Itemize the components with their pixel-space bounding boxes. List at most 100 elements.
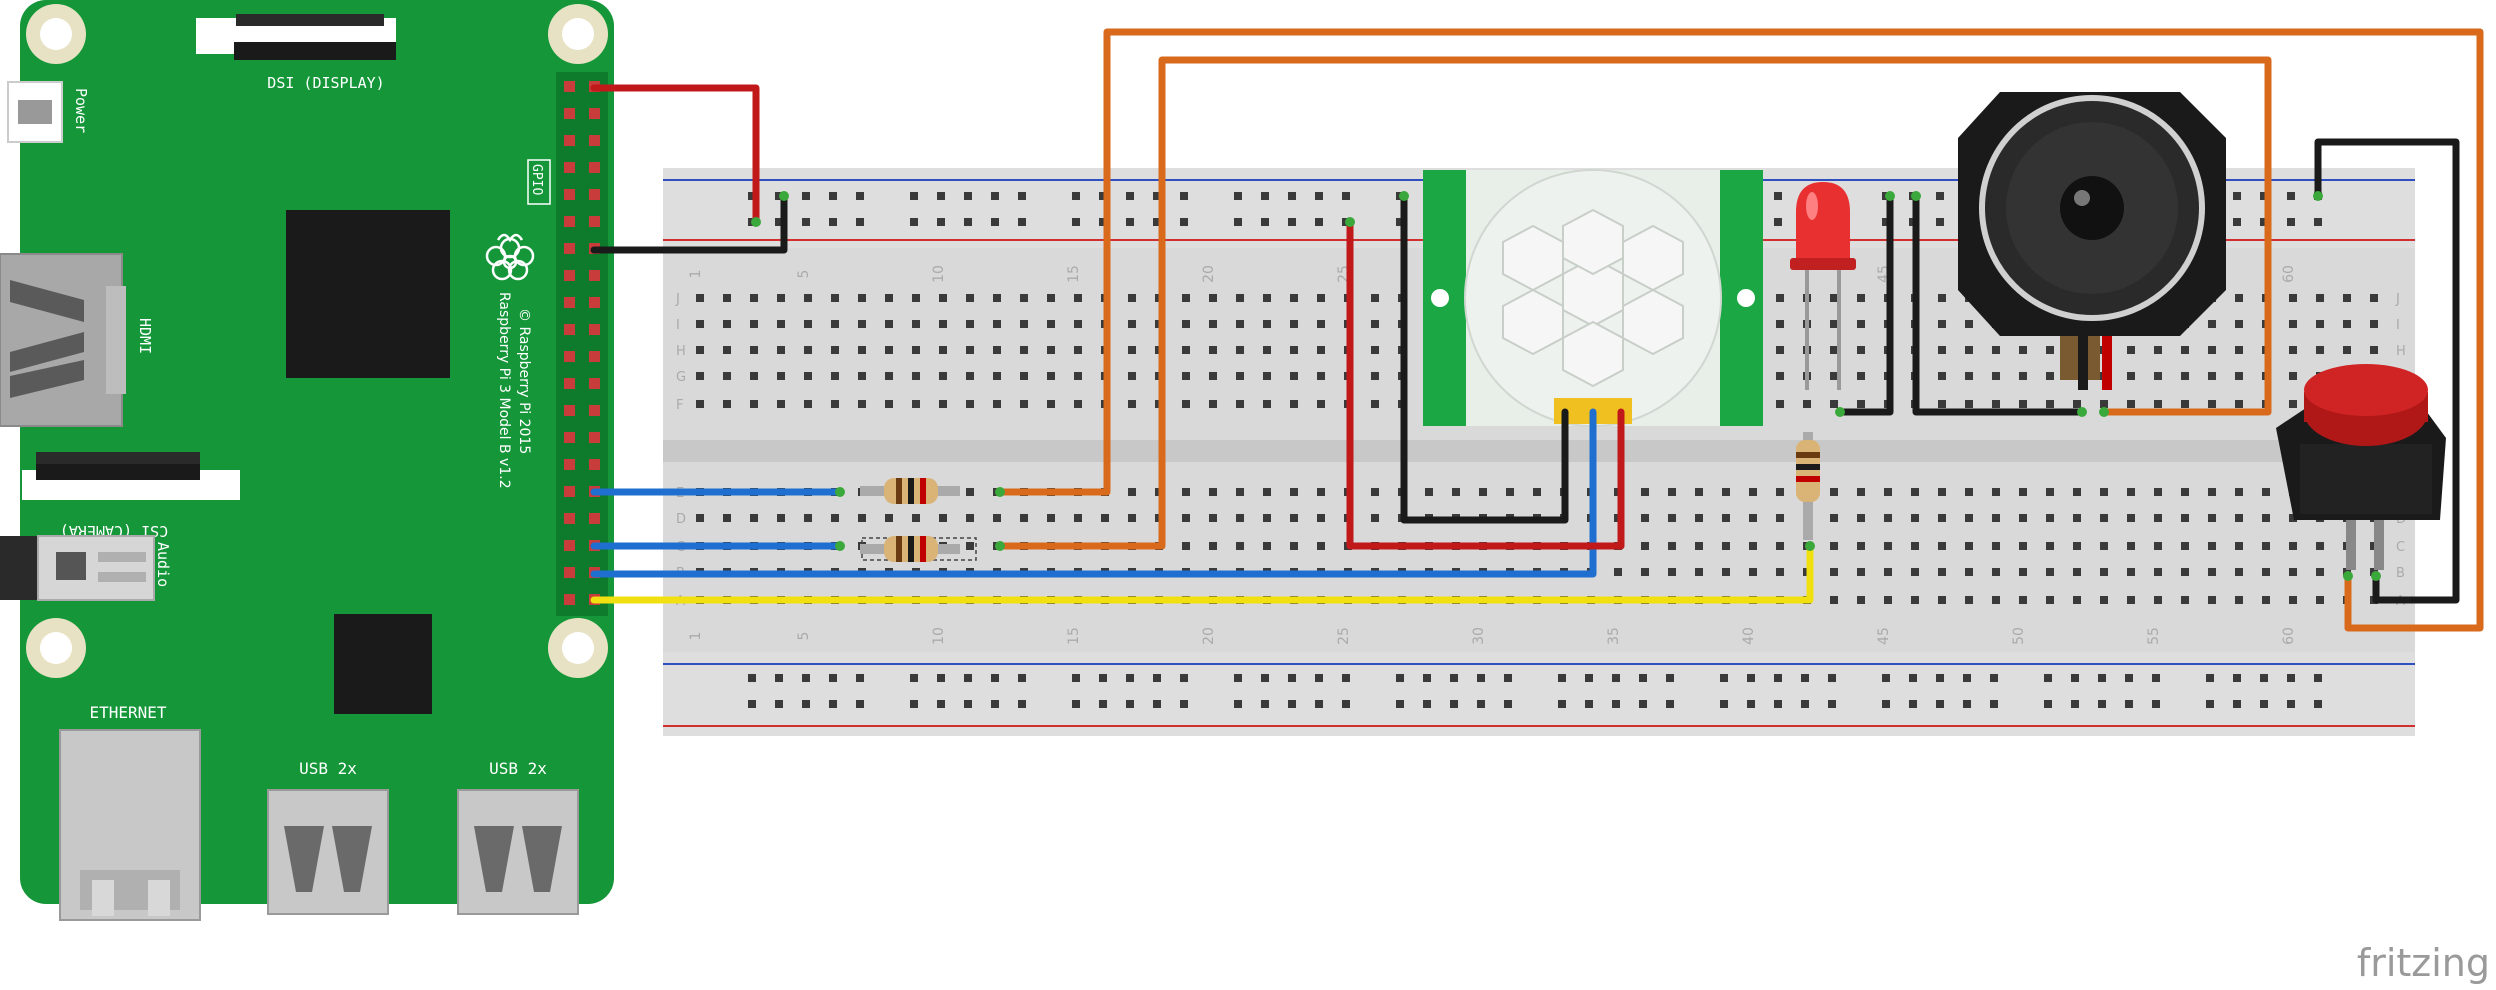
rail-hole xyxy=(1801,674,1809,682)
rail-hole xyxy=(1450,674,1458,682)
mounting-hole-icon xyxy=(26,4,608,678)
resistor xyxy=(1796,432,1820,540)
wire-orange xyxy=(996,56,2272,550)
breadboard-hole xyxy=(1938,514,1946,522)
gpio-pin xyxy=(589,189,600,200)
rail-hole xyxy=(1450,700,1458,708)
breadboard-hole xyxy=(2316,294,2324,302)
breadboard-hole xyxy=(2181,346,2189,354)
rail-hole xyxy=(829,674,837,682)
breadboard-hole xyxy=(912,514,920,522)
breadboard-hole xyxy=(2343,294,2351,302)
power-connector xyxy=(7,81,63,143)
rail-hole xyxy=(2314,674,2322,682)
breadboard-hole xyxy=(1263,514,1271,522)
breadboard-hole xyxy=(1236,294,1244,302)
breadboard-hole xyxy=(1776,400,1784,408)
breadboard-hole xyxy=(1776,346,1784,354)
breadboard-hole xyxy=(2370,346,2378,354)
gpio-pin xyxy=(589,378,600,389)
gpio-pin xyxy=(589,351,600,362)
rail-hole xyxy=(2287,218,2295,226)
breadboard-hole xyxy=(1479,488,1487,496)
breadboard-hole xyxy=(2100,596,2108,604)
breadboard-hole xyxy=(2208,372,2216,380)
breadboard-hole xyxy=(912,400,920,408)
rail-hole xyxy=(2314,700,2322,708)
breadboard-hole xyxy=(2019,542,2027,550)
rail-hole xyxy=(1990,700,1998,708)
breadboard-hole xyxy=(1182,400,1190,408)
rail-hole xyxy=(1936,674,1944,682)
gpio-pin xyxy=(564,459,575,470)
rail-hole xyxy=(1774,218,1782,226)
gpio-pin xyxy=(564,594,575,605)
pir-motion-sensor xyxy=(1423,169,1763,427)
breadboard-hole xyxy=(939,400,947,408)
breadboard-hole xyxy=(1236,542,1244,550)
breadboard-hole xyxy=(1992,346,2000,354)
breadboard-hole xyxy=(885,514,893,522)
rail-hole xyxy=(1396,218,1404,226)
breadboard-hole xyxy=(858,346,866,354)
rail-hole xyxy=(964,674,972,682)
rail-hole xyxy=(1315,192,1323,200)
breadboard-hole xyxy=(804,400,812,408)
gpio-pin xyxy=(564,135,575,146)
breadboard-hole xyxy=(1128,488,1136,496)
breadboard-hole xyxy=(2235,372,2243,380)
breadboard-hole xyxy=(1263,372,1271,380)
rail-hole xyxy=(1639,674,1647,682)
rail-hole xyxy=(2098,674,2106,682)
breadboard-hole xyxy=(2289,346,2297,354)
breadboard-hole xyxy=(1236,372,1244,380)
breadboard-hole xyxy=(2235,400,2243,408)
breadboard-hole xyxy=(2289,596,2297,604)
breadboard-hole xyxy=(1911,568,1919,576)
breadboard-hole xyxy=(1668,488,1676,496)
rail-hole xyxy=(829,218,837,226)
row-letter: I xyxy=(2396,318,2400,333)
breadboard-hole xyxy=(723,294,731,302)
breadboard-hole xyxy=(1290,488,1298,496)
breadboard-hole xyxy=(1830,514,1838,522)
breadboard-hole xyxy=(1290,372,1298,380)
rail-hole xyxy=(1747,700,1755,708)
breadboard-hole xyxy=(2046,400,2054,408)
breadboard-hole xyxy=(1938,294,1946,302)
breadboard-hole xyxy=(1128,320,1136,328)
breadboard-hole xyxy=(1965,596,1973,604)
gpio-header xyxy=(556,72,608,616)
breadboard-hole xyxy=(912,346,920,354)
breadboard-hole xyxy=(1128,372,1136,380)
breadboard-hole xyxy=(777,400,785,408)
rail-hole xyxy=(1342,700,1350,708)
breadboard-hole xyxy=(1722,514,1730,522)
gpio-pin xyxy=(564,81,575,92)
breadboard-hole xyxy=(1263,346,1271,354)
breadboard-hole xyxy=(1938,542,1946,550)
breadboard-hole xyxy=(858,294,866,302)
breadboard-hole xyxy=(1776,320,1784,328)
rail-hole xyxy=(1288,192,1296,200)
rail-hole xyxy=(1180,218,1188,226)
column-number: 60 xyxy=(2281,627,2297,645)
soc-chip xyxy=(286,210,450,378)
gpio-pin xyxy=(564,567,575,578)
breadboard-hole xyxy=(750,346,758,354)
breadboard-hole xyxy=(1209,372,1217,380)
breadboard-hole xyxy=(1965,346,1973,354)
breadboard-hole xyxy=(1020,514,1028,522)
rail-hole xyxy=(1018,218,1026,226)
breadboard-hole xyxy=(1020,346,1028,354)
gpio-pin xyxy=(589,216,600,227)
hdmi-connector xyxy=(0,253,126,427)
breadboard-hole xyxy=(2019,372,2027,380)
breadboard-hole xyxy=(966,488,974,496)
rail-hole xyxy=(1666,700,1674,708)
breadboard-hole xyxy=(2073,400,2081,408)
breadboard-hole xyxy=(939,320,947,328)
audio-jack xyxy=(0,535,155,601)
breadboard-hole xyxy=(993,514,1001,522)
breadboard-hole xyxy=(2019,568,2027,576)
